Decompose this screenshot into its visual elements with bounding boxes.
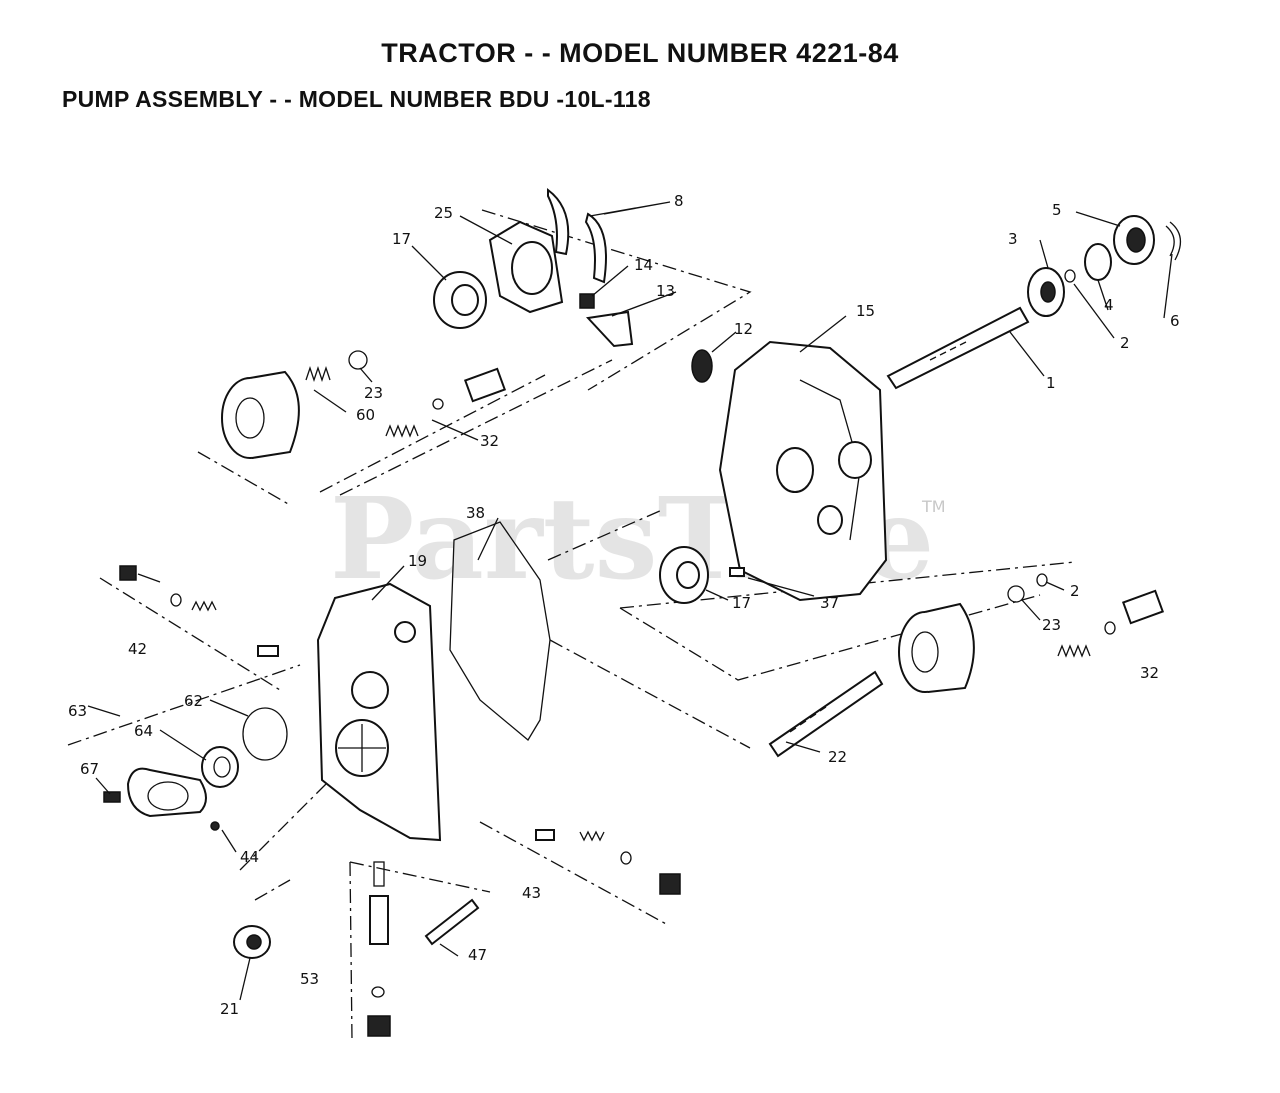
- part-19-center-section: [316, 582, 442, 842]
- callout-37: 37: [820, 594, 839, 612]
- part-12-seal: [691, 349, 713, 383]
- callout-6: 6: [1170, 312, 1180, 330]
- callout-32-upper: 32: [480, 432, 499, 450]
- part-14-block: [579, 293, 595, 309]
- part-32-sleeve-lower: [1121, 589, 1165, 625]
- callout-4: 4: [1104, 296, 1114, 314]
- part-62-oring: [242, 707, 288, 761]
- part-4-washer: [1084, 243, 1112, 281]
- leader-lines: [87, 201, 1173, 1001]
- part-53-bypass-valve: [367, 861, 391, 1037]
- part-32-oring-lower: [1104, 621, 1116, 635]
- callout-23-lower: 23: [1042, 616, 1061, 634]
- part-47-bolt: [424, 898, 480, 946]
- part-21-bearing: [233, 925, 271, 959]
- callout-47: 47: [468, 946, 487, 964]
- part-42-check-valve: [119, 565, 279, 657]
- part-cylinder-block-upper: [221, 370, 300, 459]
- callout-15: 15: [856, 302, 875, 320]
- part-23-oring-lower: [1007, 585, 1025, 603]
- callout-64: 64: [134, 722, 153, 740]
- callout-21: 21: [220, 1000, 239, 1018]
- part-6-retaining-ring: [1165, 221, 1182, 261]
- callout-2-upper: 2: [1120, 334, 1130, 352]
- part-3-bearing: [1027, 267, 1065, 317]
- part-32-spring-upper: [385, 424, 419, 438]
- callout-19: 19: [408, 552, 427, 570]
- part-17-bearing-upper: [433, 271, 487, 329]
- diagram-subtitle: PUMP ASSEMBLY - - MODEL NUMBER BDU -10L-…: [62, 86, 651, 112]
- callout-62: 62: [184, 692, 203, 710]
- callout-8: 8: [674, 192, 684, 210]
- part-32-oring-upper: [432, 398, 444, 410]
- callout-5: 5: [1052, 201, 1062, 219]
- callout-14: 14: [634, 256, 653, 274]
- part-37-dowel-pin: [729, 567, 745, 577]
- part-2-ring-lower: [1036, 573, 1048, 587]
- callout-2-lower: 2: [1070, 582, 1080, 600]
- part-43-check-valve: [535, 829, 681, 895]
- part-1-input-shaft: [886, 306, 1030, 390]
- callout-3: 3: [1008, 230, 1018, 248]
- callout-38: 38: [466, 504, 485, 522]
- part-13-trunnion-arm: [585, 310, 634, 348]
- callout-25: 25: [434, 204, 453, 222]
- callout-13: 13: [656, 282, 675, 300]
- part-25-swashplate: [488, 220, 564, 314]
- callout-17-upper: 17: [392, 230, 411, 248]
- part-64-charge-gerotor: [201, 746, 239, 788]
- part-23-oring-upper: [348, 350, 368, 370]
- callout-17-lower: 17: [732, 594, 751, 612]
- callout-1: 1: [1046, 374, 1056, 392]
- part-2-ring-upper: [1064, 269, 1076, 283]
- callout-60: 60: [356, 406, 375, 424]
- part-8-thrust-plates: [547, 188, 607, 284]
- part-5-seal: [1113, 215, 1155, 265]
- diagram-title: TRACTOR - - MODEL NUMBER 4221-84: [381, 38, 899, 68]
- callout-44: 44: [240, 848, 259, 866]
- callout-53: 53: [300, 970, 319, 988]
- callout-12: 12: [734, 320, 753, 338]
- part-22-pump-shaft: [768, 670, 884, 758]
- part-32-spring-lower: [1057, 644, 1091, 658]
- callout-labels: 8 25 17 14 13 5 3 4 6 2 1 15 12 23 60 32…: [68, 192, 1180, 1018]
- assembly-guide-lines: [67, 209, 1076, 1041]
- part-67-screw: [103, 791, 121, 803]
- part-32-sleeve-upper: [463, 367, 507, 403]
- callout-22: 22: [828, 748, 847, 766]
- part-cylinder-block-lower: [898, 602, 975, 693]
- part-60-spring: [305, 365, 331, 383]
- part-63-charge-cover: [126, 767, 207, 818]
- callout-63: 63: [68, 702, 87, 720]
- watermark-trademark: TM: [921, 497, 946, 516]
- part-44-pin: [210, 821, 220, 831]
- callout-23-upper: 23: [364, 384, 383, 402]
- part-38-gasket: [449, 521, 551, 741]
- part-17-bearing-lower: [659, 546, 709, 604]
- callout-67: 67: [80, 760, 99, 778]
- callout-42: 42: [128, 640, 147, 658]
- callout-32-lower: 32: [1140, 664, 1159, 682]
- callout-43: 43: [522, 884, 541, 902]
- part-15-housing: [718, 340, 888, 602]
